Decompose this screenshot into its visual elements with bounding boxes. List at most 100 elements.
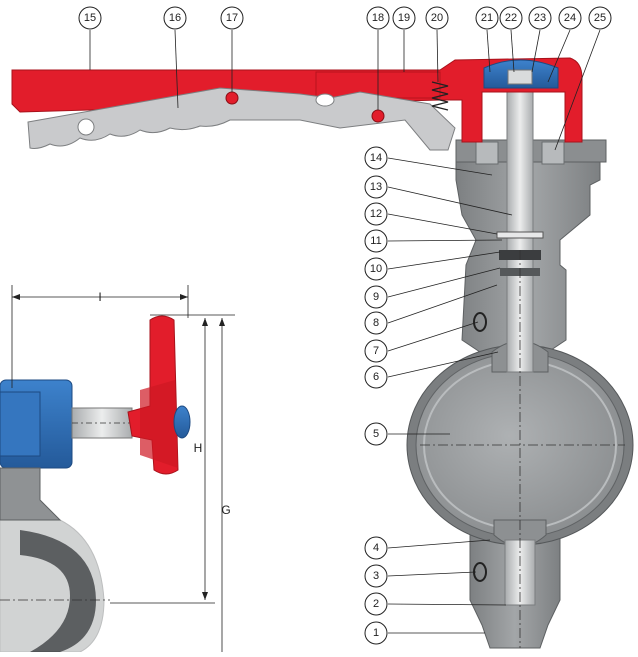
- callout-7: 7: [364, 339, 388, 363]
- callout-24: 24: [558, 6, 582, 30]
- callout-number: 17: [226, 12, 238, 24]
- callout-circle: [364, 257, 388, 281]
- left-valve-body: [0, 467, 62, 521]
- callout-20: 20: [425, 6, 449, 30]
- latch-pin: [371, 109, 385, 123]
- callout-circle: [499, 6, 523, 30]
- callout-number: 6: [373, 371, 379, 383]
- callout-6: 6: [364, 365, 388, 389]
- dimension-arrows: [12, 294, 225, 600]
- callout-8: 8: [364, 311, 388, 335]
- callout-11: 11: [364, 229, 388, 253]
- callout-circle: [364, 365, 388, 389]
- callout-number: 4: [373, 542, 379, 554]
- gear-operator-view: [0, 315, 191, 653]
- callout-10: 10: [364, 257, 388, 281]
- handwheel-spoke: [140, 380, 178, 468]
- callout-circle: [364, 311, 388, 335]
- dim-label-h: H: [194, 441, 203, 455]
- dimension-lines: [11, 285, 235, 652]
- callout-circle: [364, 621, 388, 645]
- stem-nut: [507, 69, 533, 85]
- callout-1: 1: [364, 621, 388, 645]
- grey-lever: [27, 87, 456, 151]
- callout-15: 15: [78, 6, 102, 30]
- callout-circle: [366, 6, 390, 30]
- callout-number: 21: [481, 12, 493, 24]
- callout-circle: [392, 6, 416, 30]
- leader-lines: [89, 29, 601, 634]
- callout-2: 2: [364, 592, 388, 616]
- left-valve-flange: [0, 519, 105, 653]
- callout-13: 13: [364, 175, 388, 199]
- spring: [431, 81, 449, 111]
- callout-number: 7: [373, 345, 379, 357]
- callout-circle: [364, 422, 388, 446]
- callout-number: 12: [370, 208, 382, 220]
- handwheel-hub-cap: [173, 405, 191, 439]
- callout-number: 9: [373, 291, 379, 303]
- callout-number: 1: [373, 627, 379, 639]
- callout-19: 19: [392, 6, 416, 30]
- o-ring-upper: [473, 312, 487, 332]
- callout-circle: [588, 6, 612, 30]
- callout-number: 11: [370, 235, 381, 247]
- callout-number: 8: [373, 317, 379, 329]
- callout-number: 2: [373, 598, 379, 610]
- bushing-left: [475, 141, 499, 165]
- lever-pivot-pin: [225, 91, 239, 105]
- callout-circle: [364, 536, 388, 560]
- callout-circle: [364, 229, 388, 253]
- callout-9: 9: [364, 285, 388, 309]
- callout-number: 22: [505, 12, 517, 24]
- callout-circle: [364, 339, 388, 363]
- callout-3: 3: [364, 564, 388, 588]
- callout-number: 19: [398, 12, 410, 24]
- dim-label-i: I: [98, 290, 101, 304]
- callout-circle: [475, 6, 499, 30]
- callout-number: 14: [370, 152, 382, 164]
- callout-number: 24: [564, 12, 576, 24]
- valve-section-view: [406, 81, 634, 649]
- stem-ring-a: [496, 231, 544, 239]
- callout-number: 18: [372, 12, 384, 24]
- callout-16: 16: [163, 6, 187, 30]
- latch-slot: [315, 93, 335, 107]
- callout-circle: [528, 6, 552, 30]
- callout-number: 23: [534, 12, 546, 24]
- callout-circle: [364, 175, 388, 199]
- callout-circle: [364, 285, 388, 309]
- callout-circle: [364, 202, 388, 226]
- dim-label-g: G: [221, 503, 230, 517]
- callout-circle: [364, 564, 388, 588]
- callout-12: 12: [364, 202, 388, 226]
- callout-23: 23: [528, 6, 552, 30]
- callout-number: 13: [370, 181, 382, 193]
- callout-circle: [364, 592, 388, 616]
- callout-4: 4: [364, 536, 388, 560]
- callout-17: 17: [220, 6, 244, 30]
- callout-14: 14: [364, 146, 388, 170]
- callout-number: 16: [169, 12, 181, 24]
- callout-circle: [558, 6, 582, 30]
- callout-number: 20: [431, 12, 443, 24]
- handle-assembly: [11, 57, 583, 151]
- callout-circle: [364, 146, 388, 170]
- callout-18: 18: [366, 6, 390, 30]
- callout-25: 25: [588, 6, 612, 30]
- callout-circle: [163, 6, 187, 30]
- left-valve-seat: [20, 530, 96, 652]
- callout-circle: [220, 6, 244, 30]
- callout-number: 3: [373, 570, 379, 582]
- callout-number: 5: [373, 428, 379, 440]
- callout-number: 25: [594, 12, 606, 24]
- callout-circle: [425, 6, 449, 30]
- callout-21: 21: [475, 6, 499, 30]
- callout-5: 5: [364, 422, 388, 446]
- lever-hole: [77, 118, 95, 136]
- callout-number: 10: [370, 263, 382, 275]
- bushing-right: [541, 141, 565, 165]
